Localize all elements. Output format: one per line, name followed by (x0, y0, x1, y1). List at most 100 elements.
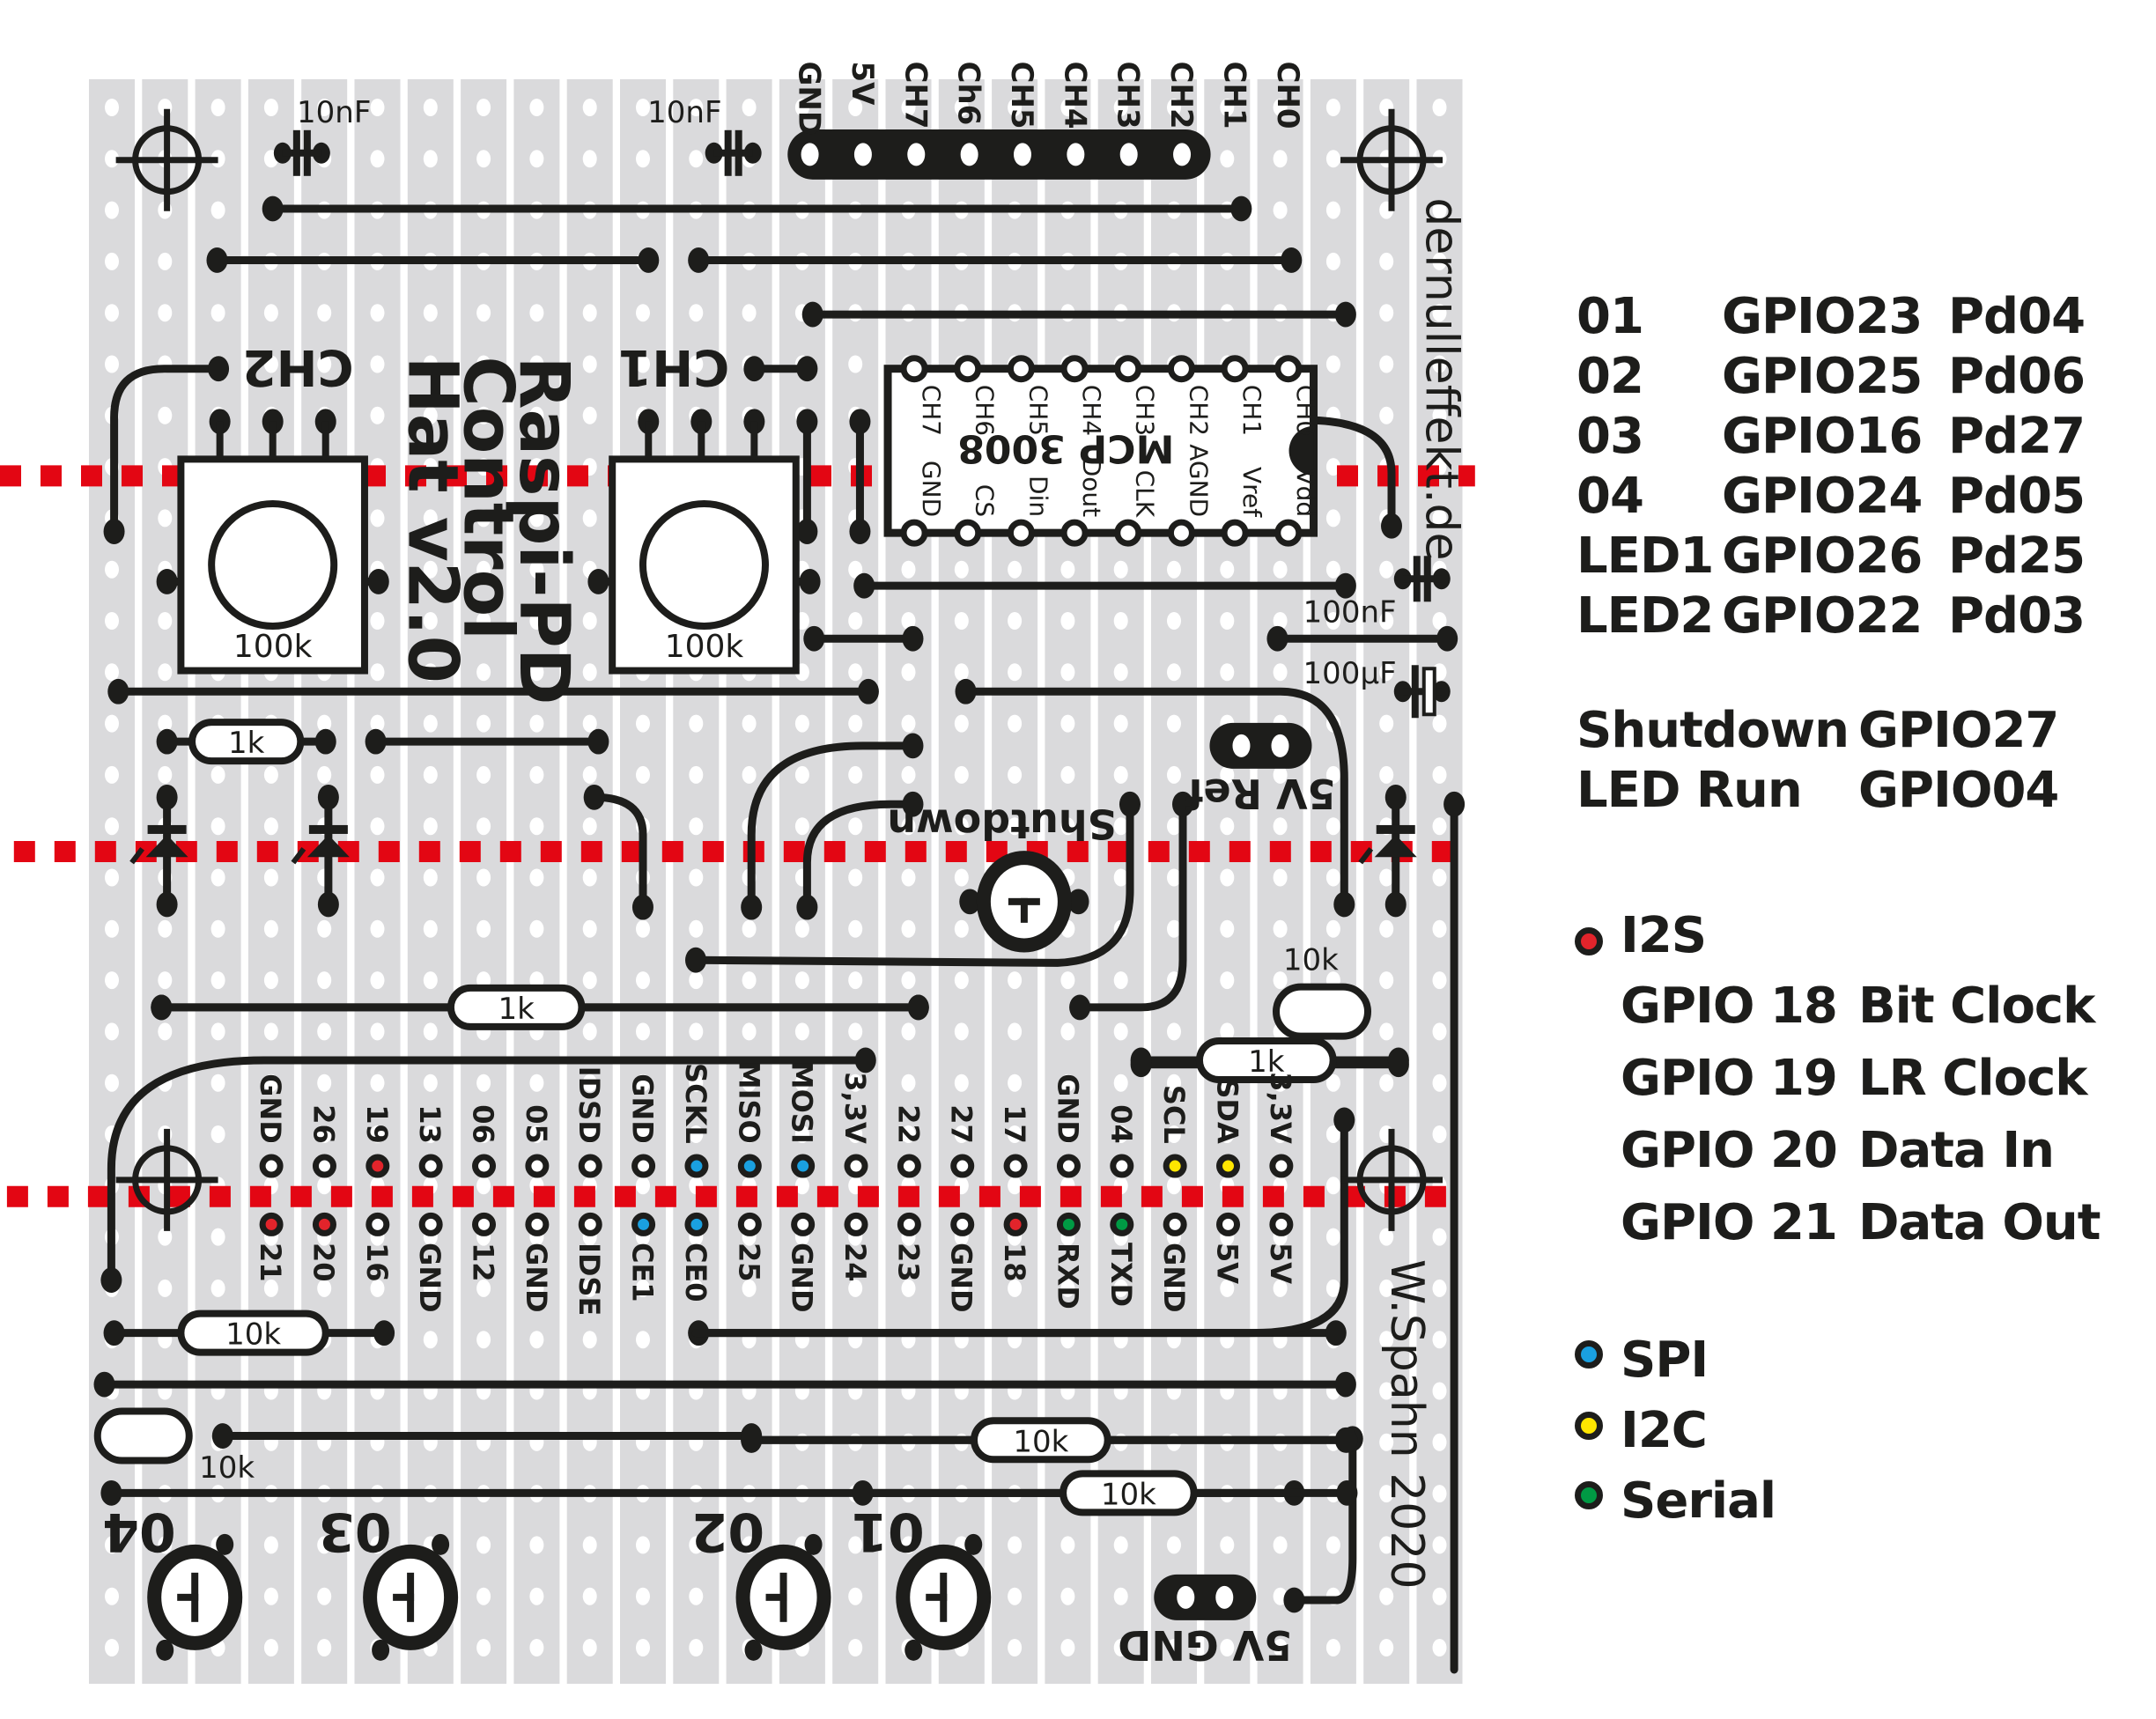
hole (689, 150, 704, 168)
hole (689, 99, 704, 116)
mapping-pd: Pd03 (1948, 587, 2086, 645)
solder-point (432, 1533, 450, 1555)
hole (794, 765, 809, 784)
hole (476, 919, 491, 938)
hole (317, 1125, 332, 1143)
hole (529, 714, 544, 733)
chip-pin-label: CLK (1131, 470, 1160, 518)
solder-point (372, 1639, 390, 1661)
hole (423, 355, 438, 373)
gpio-pin (791, 1212, 816, 1236)
solder-point (1334, 1371, 1356, 1398)
solder-point (804, 1533, 823, 1555)
hole (636, 1279, 650, 1297)
hole (1379, 1587, 1394, 1605)
jumper-label: 5V Ref (1185, 770, 1335, 817)
gpio-pin (1056, 1154, 1081, 1178)
hole (794, 1125, 809, 1143)
gpio-pin (525, 1212, 550, 1236)
hole (263, 1022, 278, 1041)
hole (582, 663, 597, 682)
hole (1220, 1279, 1235, 1297)
hole (1379, 1279, 1394, 1297)
solder-point (796, 409, 818, 435)
hole (158, 1536, 173, 1554)
hole (901, 560, 916, 579)
hole (689, 919, 704, 938)
hole (263, 355, 278, 373)
hole (954, 868, 969, 887)
hole (1325, 509, 1340, 528)
gpio-top-label: SDA (1211, 1078, 1244, 1144)
resistor-value: 10k (1013, 1424, 1068, 1459)
gpio-pin (684, 1212, 709, 1236)
hole (1432, 1536, 1447, 1554)
hole (105, 612, 119, 630)
gpio-pin (631, 1212, 656, 1236)
gpio-pin (1110, 1154, 1134, 1178)
gpio-pin (737, 1154, 762, 1178)
hole (901, 1073, 916, 1092)
hole (370, 817, 385, 836)
hole (476, 1177, 491, 1195)
resistor-value: 1k (498, 992, 535, 1027)
hole (158, 406, 173, 424)
hole (1379, 560, 1394, 579)
solder-point (314, 728, 336, 755)
hole (1273, 868, 1288, 887)
hole (158, 971, 173, 990)
hole (1167, 1536, 1181, 1554)
hole (689, 355, 704, 373)
hole (370, 868, 385, 887)
hole (370, 150, 385, 168)
hole (476, 1279, 491, 1297)
header-pin (960, 143, 978, 166)
wire (691, 1116, 1348, 1338)
hole (1113, 1073, 1128, 1092)
hole (1113, 817, 1128, 836)
hole (636, 1177, 650, 1195)
chip-pin (1221, 519, 1249, 547)
solder-point (959, 889, 981, 915)
hole (1379, 714, 1394, 733)
button-label: 02 (691, 1501, 765, 1562)
hole (1273, 612, 1288, 630)
capacitor-value: 100µF (1303, 656, 1397, 691)
hole (1167, 1022, 1181, 1041)
gpio-pin (737, 1212, 762, 1236)
hole (1008, 560, 1023, 579)
hole (1060, 765, 1075, 784)
solder-point (638, 247, 660, 273)
gpio-top-label: 17 (998, 1104, 1031, 1144)
hole (529, 509, 544, 528)
hole (689, 1639, 704, 1656)
hole (105, 560, 119, 579)
hole (1432, 1382, 1447, 1400)
hole (370, 612, 385, 630)
potentiometer-knob-icon (639, 499, 769, 630)
hole (210, 919, 225, 938)
hole (210, 1125, 225, 1143)
hole (1167, 1125, 1181, 1143)
hole (582, 1279, 597, 1297)
hole (1167, 868, 1181, 887)
hole (1008, 99, 1023, 116)
solder-point (1325, 1320, 1347, 1346)
hole (1273, 971, 1288, 990)
mapping-pd: Pd05 (1948, 468, 2086, 525)
capacitor-plate (724, 129, 732, 176)
hole (636, 919, 650, 938)
gpio-pin (950, 1212, 975, 1236)
hole (476, 304, 491, 322)
solder-point (852, 1479, 874, 1506)
gpio-bottom-label: IDSE (572, 1243, 606, 1316)
hole (476, 1073, 491, 1092)
solder-point (103, 519, 125, 544)
hole (210, 201, 225, 219)
solder-point (156, 1639, 174, 1661)
i2s-function: Bit Clock (1858, 978, 2095, 1035)
hole (742, 971, 757, 990)
led-light-icon (1358, 846, 1374, 865)
hole (370, 663, 385, 682)
gpio-pin (631, 1154, 656, 1178)
